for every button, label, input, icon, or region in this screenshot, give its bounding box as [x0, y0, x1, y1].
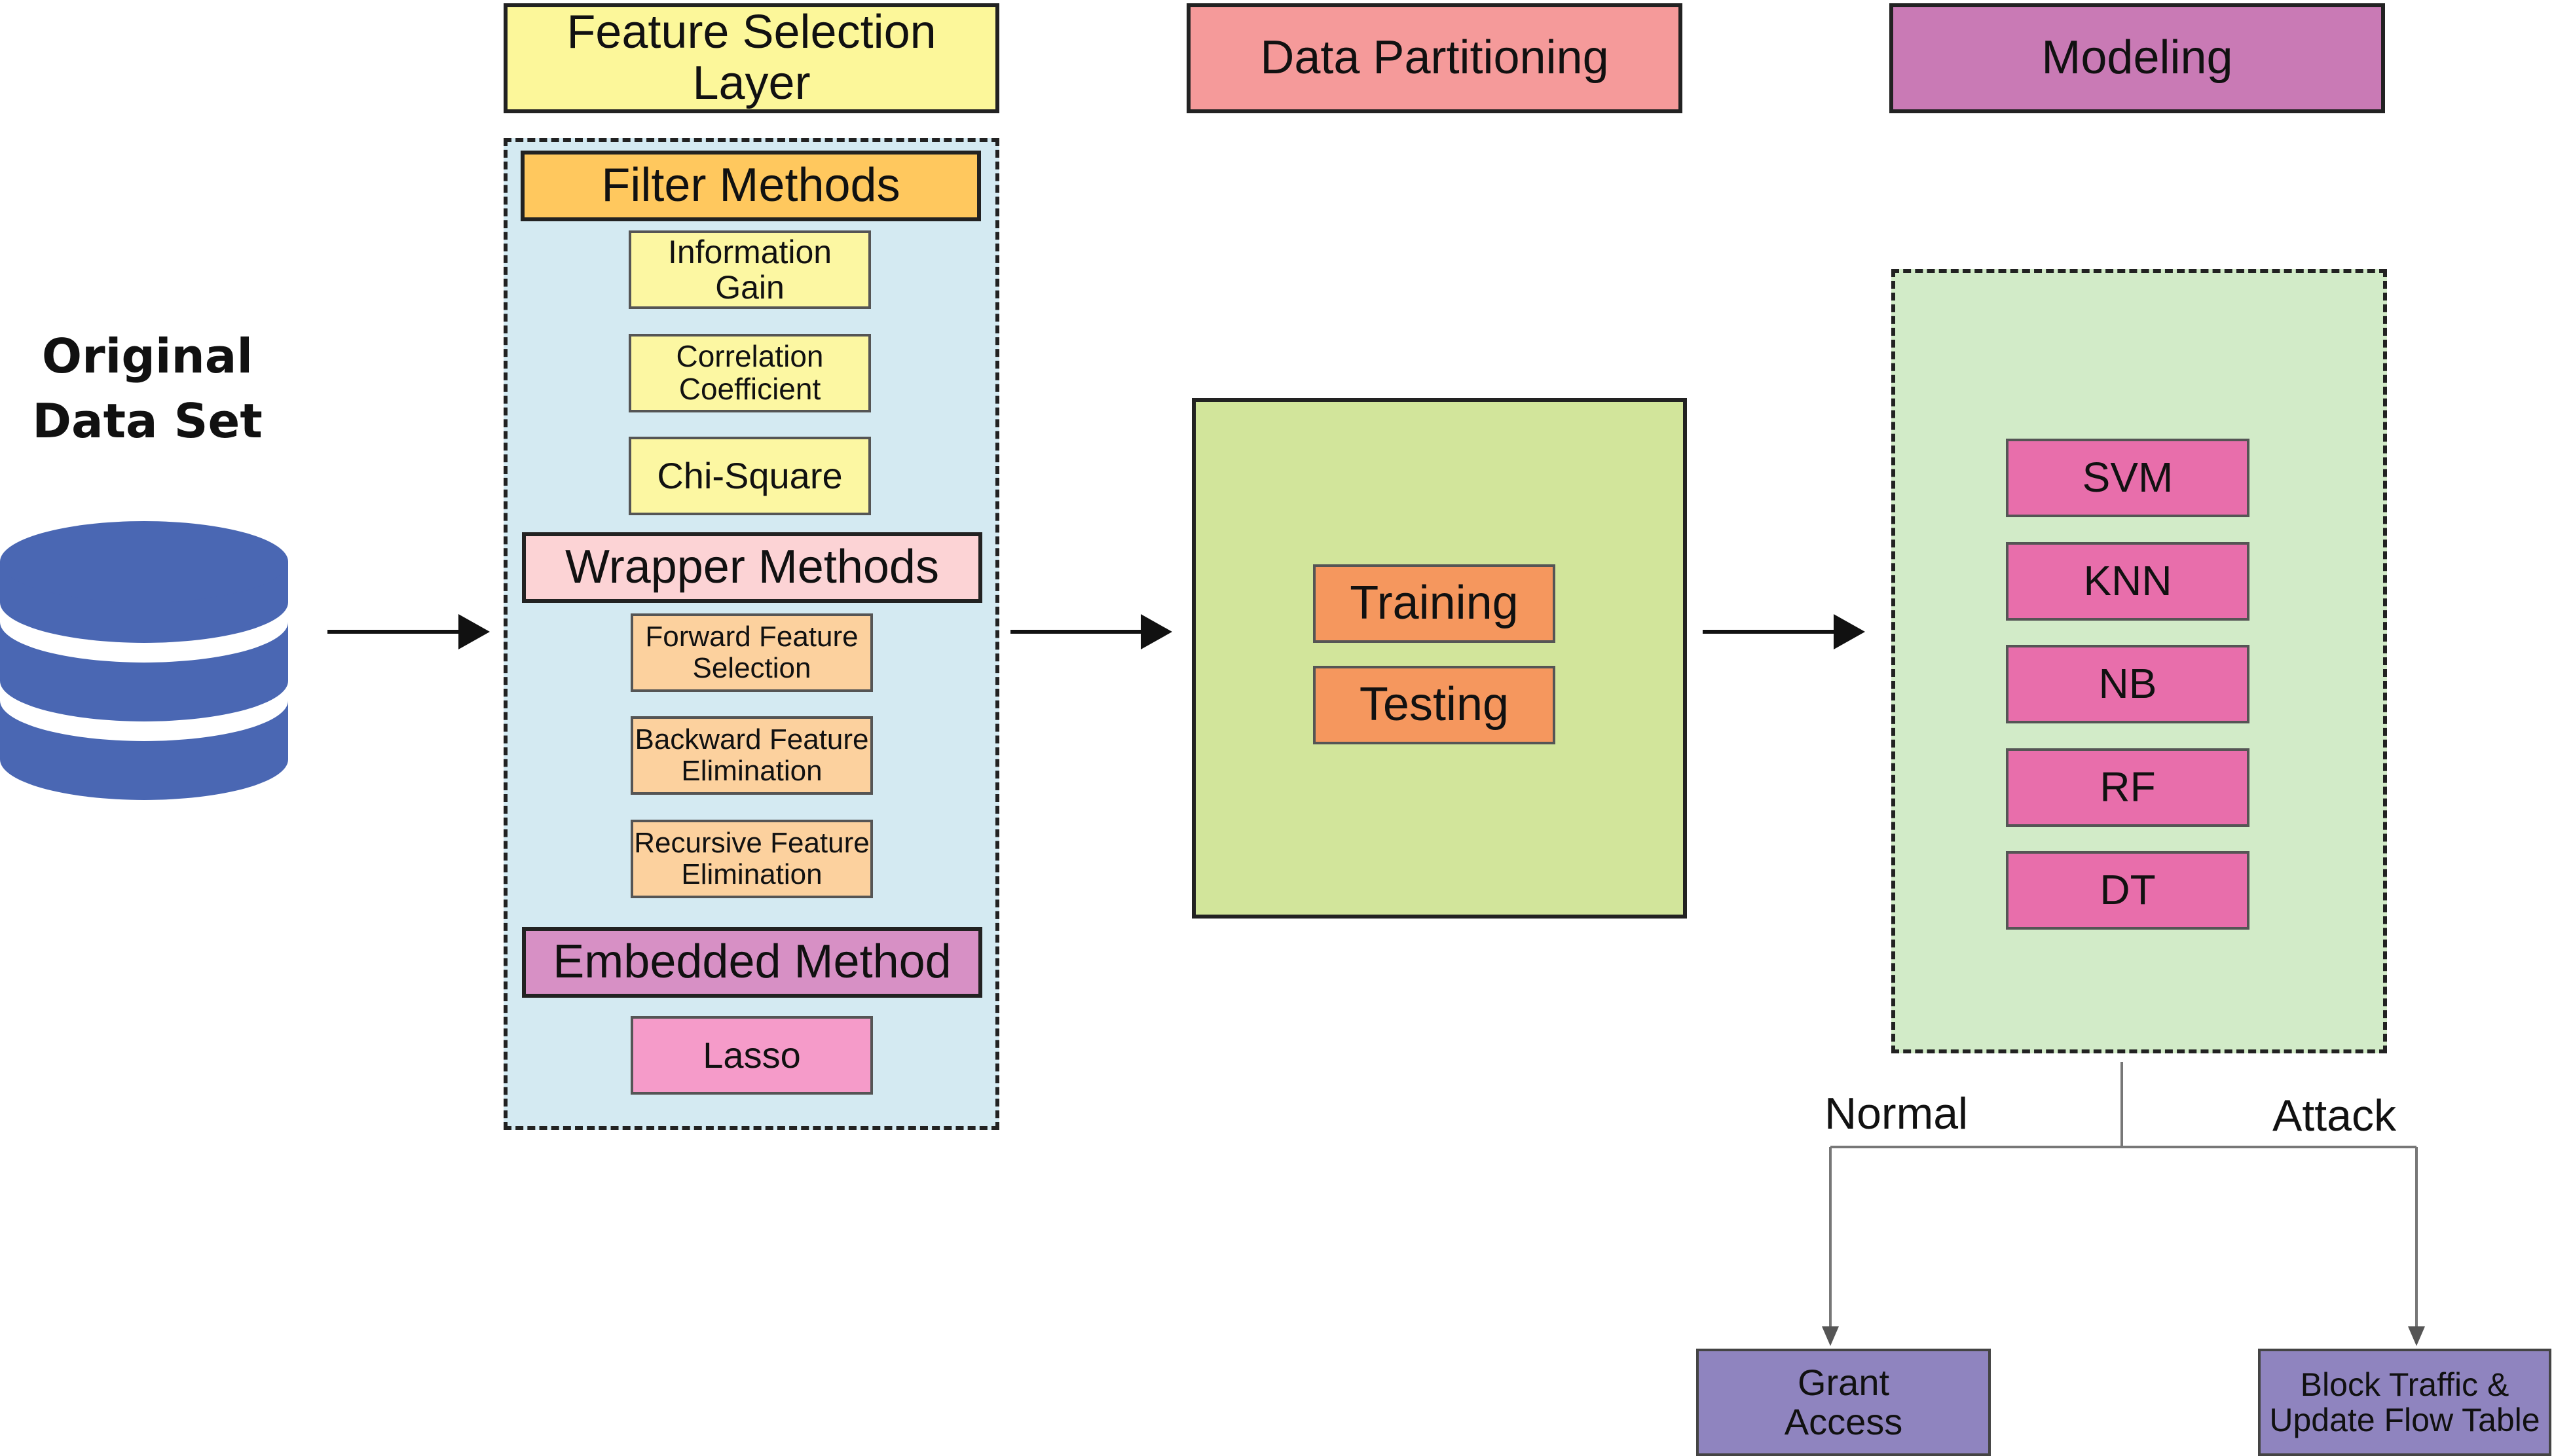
partition-item: Training — [1313, 564, 1555, 643]
modeling-header: Modeling — [1889, 3, 2385, 113]
wrapper-item: Backward Feature Elimination — [631, 716, 873, 795]
filter-methods-label: Filter Methods — [521, 151, 981, 221]
model-item: DT — [2006, 851, 2249, 930]
arrow-partition-to-modeling — [1703, 614, 1865, 649]
model-item: RF — [2006, 748, 2249, 827]
database-icon — [0, 521, 288, 800]
branch-connector — [1822, 1062, 2425, 1346]
data-partitioning-panel — [1192, 398, 1687, 919]
wrapper-methods-label: Wrapper Methods — [522, 532, 982, 603]
partition-item: Testing — [1313, 666, 1555, 744]
normal-label: Normal — [1824, 1089, 1969, 1138]
block-traffic-box: Block Traffic & Update Flow Table — [2258, 1349, 2551, 1456]
embedded-method-label: Embedded Method — [522, 927, 982, 998]
attack-label: Attack — [2272, 1091, 2396, 1140]
dataset-title: Original Data Set — [32, 329, 263, 449]
model-item: SVM — [2006, 439, 2249, 517]
model-item: NB — [2006, 645, 2249, 723]
embedded-item: Lasso — [631, 1016, 873, 1095]
wrapper-item: Recursive Feature Elimination — [631, 820, 873, 898]
data-partitioning-header: Data Partitioning — [1187, 3, 1682, 113]
grant-access-box: Grant Access — [1696, 1349, 1991, 1456]
feature-selection-header: Feature Selection Layer — [504, 3, 999, 113]
model-item: KNN — [2006, 542, 2249, 621]
filter-item: Chi-Square — [629, 437, 871, 515]
filter-item: Correlation Coefficient — [629, 334, 871, 412]
arrow-dataset-to-features — [327, 614, 490, 649]
wrapper-item: Forward Feature Selection — [631, 613, 873, 692]
filter-item: Information Gain — [629, 230, 871, 309]
arrow-features-to-partition — [1010, 614, 1172, 649]
